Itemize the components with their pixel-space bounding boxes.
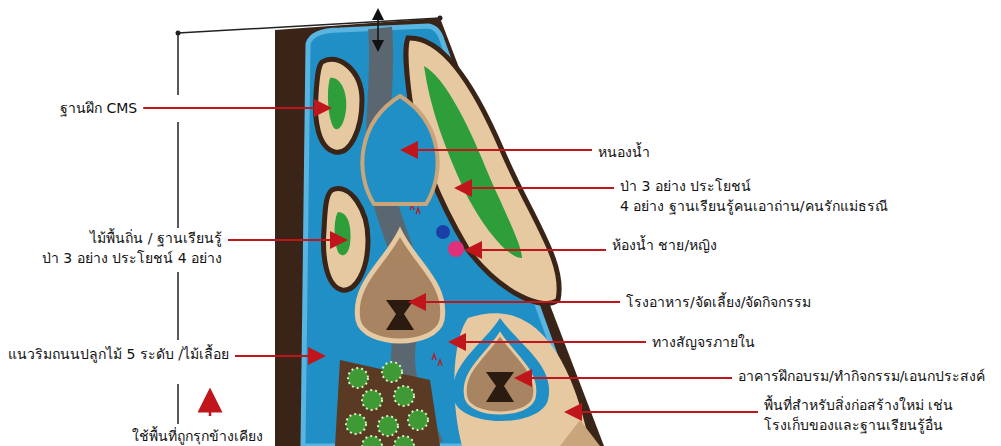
water-area: [303, 26, 588, 446]
map-label: พื้นที่สำหรับสิ่งก่อสร้างใหม่ เช่น โรงเก…: [764, 395, 953, 435]
entrance-arrow: [377, 14, 379, 46]
leader-arrow: [235, 355, 324, 357]
map-label: ใช้พื้นที่ถูกรุกข้างเคียง: [132, 426, 263, 446]
direction-arrow: [209, 400, 212, 416]
tree-symbols: [346, 362, 428, 446]
native-tree-base: [324, 189, 368, 291]
training-building: [465, 334, 535, 413]
toilet-female: [448, 241, 464, 257]
toilet-male: [436, 225, 450, 239]
leader-arrow: [456, 187, 614, 189]
plot-boundary: [275, 18, 604, 446]
map-label: โรงอาหาร/จัดเลี้ยง/จัดกิจกรรม: [626, 292, 811, 312]
bracket-line: [177, 33, 179, 424]
canteen: [357, 232, 442, 341]
pond: [362, 96, 437, 204]
leader-arrow: [450, 341, 646, 343]
tree: [394, 386, 414, 406]
leader-arrow: [466, 249, 606, 251]
map-label: แนวริมถนนปลูกไม้ 5 ระดับ /ไม้เลื้อย: [8, 344, 229, 364]
map-label: ไม้พื้นถิ่น / ฐานเรียนรู้ ป่า 3 อย่าง ปร…: [42, 228, 222, 268]
map-label: อาคารฝึกอบรม/ทำกิจกรรม/เอนกประสงค์: [738, 366, 985, 386]
map-label: หนองน้ำ: [598, 142, 650, 162]
map-label: ฐานฝึก CMS: [60, 98, 137, 118]
leader-arrow: [228, 239, 346, 241]
map-label: ทางสัญจรภายใน: [652, 332, 755, 352]
tree-area: [335, 360, 440, 446]
tree: [408, 410, 428, 430]
map-label: ป่า 3 อย่าง ประโยชน์ 4 อย่าง ฐานเรียนรู้…: [620, 176, 888, 216]
building-moat: [453, 318, 549, 421]
new-building-area: [454, 313, 590, 446]
tree: [378, 416, 398, 436]
cms-base: [316, 59, 362, 152]
map-label: ห้องน้ำ ชาย/หญิง: [612, 235, 717, 255]
leader-arrow: [143, 107, 330, 109]
tree: [394, 436, 414, 446]
tree: [362, 436, 382, 446]
tree: [382, 362, 402, 382]
leader-arrow: [410, 301, 620, 303]
leader-arrow: [566, 411, 758, 413]
leader-arrow: [402, 149, 592, 151]
tree: [346, 414, 366, 434]
tree: [348, 368, 368, 388]
tree: [362, 390, 382, 410]
leader-arrow: [516, 377, 732, 379]
